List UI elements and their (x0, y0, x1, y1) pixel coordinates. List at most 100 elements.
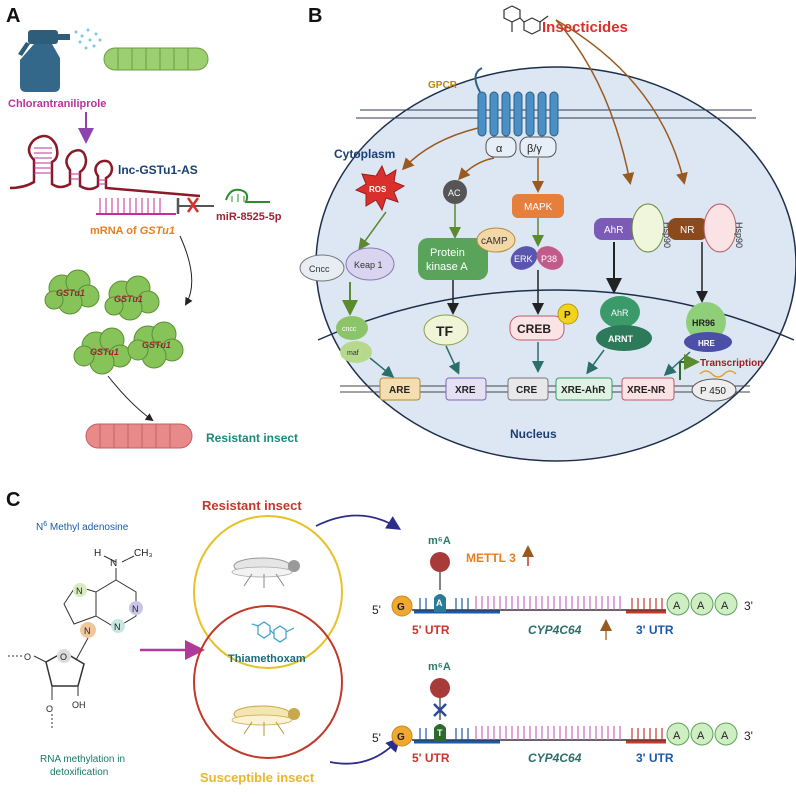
g-alpha-subunit (485, 136, 517, 158)
mapk-node (512, 194, 564, 218)
beta-gamma-label: β/γ (527, 143, 542, 155)
panel-b-letter: B (308, 5, 322, 27)
gst-protein-3 (73, 327, 132, 375)
utr3-label: 3' UTR (636, 751, 674, 765)
polya-label: A (697, 730, 705, 742)
mol-n-label: N (114, 622, 121, 632)
methylated-a-label: A (436, 598, 443, 608)
maf-node (340, 341, 372, 363)
nucleus-label: Nucleus (510, 427, 557, 441)
spray-bottle-icon (18, 30, 70, 92)
resistant-circle (193, 515, 343, 669)
thiamethoxam-label: Thiamethoxam (228, 653, 306, 665)
gst-label: GSTu1 (90, 347, 119, 357)
polya-label: A (721, 730, 729, 742)
mrna-wave-icon (699, 370, 737, 378)
polya-label: A (721, 600, 729, 612)
m6a-label: m⁶A (428, 661, 451, 673)
gst-protein-4 (127, 321, 184, 369)
gst-label: GSTu1 (114, 294, 143, 304)
cncc-nuclear-node (336, 316, 368, 340)
cap-g-label: G (397, 732, 405, 743)
gst-label: GSTu1 (56, 288, 85, 298)
hsp90-label: Hsp90 (662, 222, 672, 248)
block-cross-icon (186, 197, 200, 213)
arrow-to-gst (179, 235, 193, 306)
cap-g-node (391, 595, 413, 617)
maf-label: maf (347, 350, 359, 357)
susceptible-to-mrna-arrow (329, 737, 401, 765)
hre-label: HRE (698, 339, 716, 348)
three-prime-label: 3' (744, 599, 753, 613)
tf-node (423, 314, 469, 346)
p450-label: P 450 (700, 386, 726, 397)
pka-label-2: kinase A (426, 261, 468, 273)
rna-methylation-label-2: detoxification (50, 767, 108, 778)
utr5-ticks (419, 728, 469, 740)
cds-ticks (475, 596, 621, 610)
cds-ticks (475, 726, 621, 740)
rna-methylation-label-1: RNA methylation in (40, 754, 125, 765)
mrna-binding (96, 198, 176, 215)
panel-c: C N6 Methyl adenosine N H CH₃ N N N N O (6, 489, 753, 785)
hr96-label: HR96 (692, 318, 715, 328)
resistant-mrna: 5' G A m⁶A (372, 535, 753, 640)
polya-label: A (673, 600, 681, 612)
hre-node (684, 332, 732, 352)
hsp90-nr-node (703, 203, 737, 253)
mol-n-label: N (76, 586, 83, 596)
resistant-caterpillar-icon (85, 423, 193, 449)
caterpillar-icon (103, 47, 209, 71)
p38-node (536, 246, 564, 270)
ahr-label: AhR (604, 225, 623, 236)
are-element (379, 377, 421, 401)
susceptible-mrna: 5' G T m⁶A (372, 661, 753, 765)
creb-label: CREB (517, 322, 551, 336)
m6a-molecule: N H CH₃ N N N N O O O OH (6, 548, 153, 730)
m6a-mark-node (430, 678, 450, 698)
gene-label: CYP4C64 (528, 751, 582, 765)
hr96-node (686, 302, 726, 342)
mol-n-label: N (132, 604, 139, 614)
mol-o-label: O (60, 652, 67, 662)
insecticides-label: Insecticides (542, 19, 628, 36)
pka-node (418, 238, 488, 280)
gst-protein-2 (104, 275, 160, 321)
gst-protein-1 (44, 269, 100, 315)
three-prime-label: 3' (744, 729, 753, 743)
xre-ahr-label: XRE-AhR (561, 385, 606, 396)
arnt-node (596, 325, 652, 351)
ahr-nuclear-label: AhR (611, 308, 629, 318)
lncrna-stems (34, 147, 106, 185)
thiamethoxam-molecule-icon (251, 621, 295, 643)
methylated-adenosine-node (434, 594, 446, 612)
five-prime-label: 5' (372, 603, 381, 617)
pka-label-1: Protein (430, 247, 465, 259)
nr-label: NR (680, 225, 694, 236)
erk-label: ERK (514, 254, 533, 264)
susceptible-insect-icon (231, 705, 300, 736)
resistant-insect-icon (231, 557, 300, 588)
gpcr-receptor (477, 91, 559, 137)
transcription-label: Transcription (700, 358, 763, 369)
insecticide-arrows (401, 19, 688, 193)
p38-label: P38 (541, 254, 557, 264)
five-prime-label: 5' (372, 731, 381, 745)
spray-mist-icon (74, 28, 102, 50)
resistant-insect-label: Resistant insect (202, 498, 302, 513)
polya-label: A (697, 600, 705, 612)
nr-node (668, 218, 708, 240)
cytoplasm-label: Cytoplasm (334, 147, 395, 161)
n6-methyl-label: N6 Methyl adenosine (36, 521, 129, 533)
mirna-icon (225, 188, 270, 203)
mol-n-label: N (110, 558, 117, 569)
mol-o-label: O (24, 652, 31, 662)
phospho-node (557, 303, 579, 325)
ros-icon (354, 164, 406, 212)
ahr-nuclear-node (600, 296, 640, 328)
mrna-label: mRNA of GSTu1 (90, 225, 175, 237)
polya-node (666, 592, 690, 616)
mapk-label: MAPK (524, 202, 553, 213)
erk-node (510, 246, 538, 270)
